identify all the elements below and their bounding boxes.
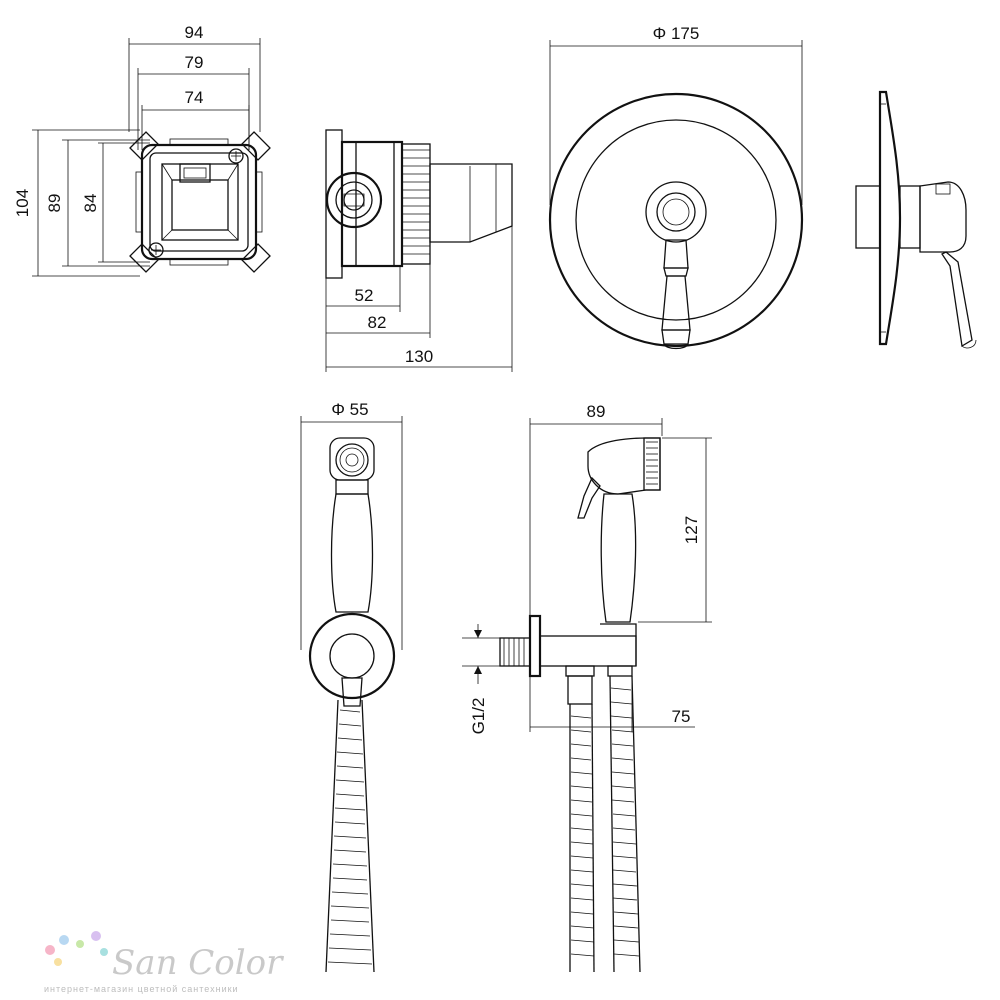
box-height-dims: 104 89 84 [13,129,150,277]
dim-g12: G1/2 [469,698,488,735]
box-front-view [129,131,271,273]
holder-diameter-dim: Φ 55 [300,400,403,650]
spray-front-view [308,437,396,973]
spray-height-dim: 127 [638,437,712,623]
dim-74: 74 [185,88,204,107]
dim-82: 82 [368,313,387,332]
cover-plate-front [548,92,804,350]
dim-127: 127 [682,516,701,544]
dim-phi-55: Φ 55 [331,400,368,419]
spray-side-view [499,437,661,973]
dim-79: 79 [185,53,204,72]
logo-dot [100,948,108,956]
brand-name: San Color [112,943,284,983]
dim-84: 84 [81,194,100,213]
dim-phi-175: Φ 175 [653,24,700,43]
dim-104: 104 [13,189,32,217]
box-depth-dims: 52 82 130 [325,226,513,372]
dim-130: 130 [405,347,433,366]
dim-89-spray: 89 [587,402,606,421]
logo-dot [91,931,101,941]
logo-dot [45,945,55,955]
dim-94: 94 [185,23,204,42]
dim-52: 52 [355,286,374,305]
plate-diameter-dim: Φ 175 [549,24,803,205]
cover-plate-side [855,90,977,349]
dim-75: 75 [672,707,691,726]
spray-length-dim: 89 [529,402,663,616]
logo-dot [76,940,84,948]
thread-dim: G1/2 [462,624,500,734]
sancolor-logo: San Color интернет-магазин цветной санте… [44,931,284,994]
holder-offset-dim: 75 [529,676,695,732]
logo-dot [54,958,62,966]
box-side-view [325,129,513,279]
dim-89: 89 [45,194,64,213]
box-width-dims: 94 79 74 [128,23,261,150]
logo-dot [59,935,69,945]
brand-tagline: интернет-магазин цветной сантехники [44,984,239,994]
